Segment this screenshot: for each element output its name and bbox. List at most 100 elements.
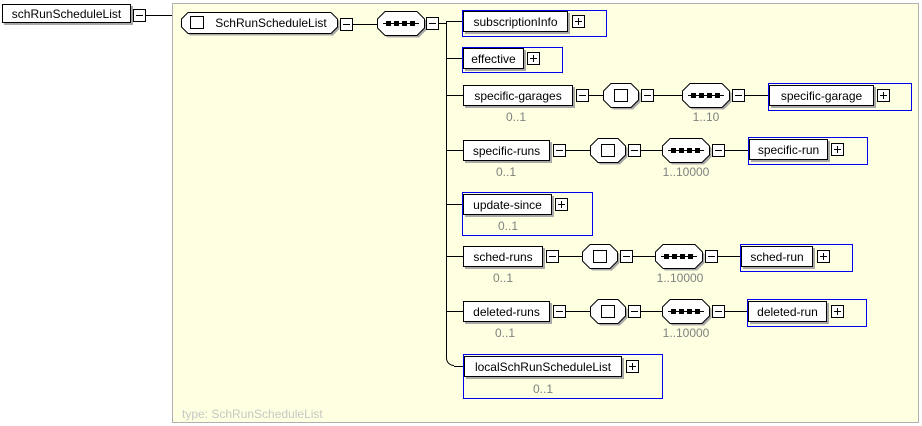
expand-icon[interactable] <box>831 143 844 156</box>
sequence-shape <box>655 244 705 271</box>
cardinality-label: 0..1 <box>497 219 519 233</box>
connector-line <box>559 256 582 257</box>
sequence-icon[interactable] <box>682 83 732 115</box>
element-update-since[interactable]: update-since <box>463 194 552 215</box>
expand-icon[interactable] <box>555 198 568 211</box>
plus-glyph <box>533 55 534 62</box>
connector-line <box>641 150 662 151</box>
sequence-shape <box>377 11 427 38</box>
expand-icon[interactable] <box>831 305 844 318</box>
element-deleted-runs[interactable]: deleted-runs <box>463 301 550 322</box>
expand-icon[interactable] <box>877 89 890 102</box>
connector-line <box>446 311 463 312</box>
element-subscriptionInfo[interactable]: subscriptionInfo <box>463 11 568 32</box>
occurrence-label: 1..10 <box>692 110 720 124</box>
complex-type-icon[interactable] <box>590 138 628 170</box>
plus-glyph <box>883 92 884 99</box>
element-sched-run[interactable]: sched-run <box>741 246 813 267</box>
element-specific-run[interactable]: specific-run <box>749 139 828 160</box>
connector-line <box>439 23 447 24</box>
element-label: sched-runs <box>473 249 533 264</box>
collapse-icon[interactable] <box>641 89 654 102</box>
collapse-icon[interactable] <box>340 18 353 31</box>
collapse-icon[interactable] <box>553 305 566 318</box>
minus-glyph <box>343 24 350 25</box>
minus-glyph <box>735 95 742 96</box>
element-specific-garages[interactable]: specific-garages <box>463 85 573 106</box>
element-label: deleted-runs <box>473 304 540 319</box>
element-label: specific-garage <box>780 88 863 103</box>
trunk-line <box>446 21 447 358</box>
collapse-icon[interactable] <box>546 250 559 263</box>
complex-type-shape <box>590 299 628 326</box>
connector-line <box>446 256 463 257</box>
connector-line <box>146 15 172 16</box>
element-label: subscriptionInfo <box>473 14 558 29</box>
sequence-icon[interactable] <box>662 138 712 170</box>
minus-glyph <box>631 150 638 151</box>
minus-glyph <box>429 23 436 24</box>
minus-glyph <box>715 150 722 151</box>
collapse-icon[interactable] <box>133 9 146 22</box>
sequence-shape <box>682 83 732 110</box>
complex-type-shape <box>603 83 641 110</box>
sequence-shape <box>662 138 712 165</box>
minus-glyph <box>556 311 563 312</box>
expansion-frame <box>462 10 607 37</box>
connector-line <box>566 311 590 312</box>
sequence-icon[interactable] <box>377 11 427 43</box>
expansion-frame <box>768 83 912 111</box>
expand-icon[interactable] <box>527 52 540 65</box>
sequence-icon[interactable] <box>655 244 705 276</box>
sequence-icon[interactable] <box>662 299 712 331</box>
minus-glyph <box>708 256 715 257</box>
sequence-shape <box>662 299 712 326</box>
element-localSchRunScheduleList[interactable]: localSchRunScheduleList <box>464 356 622 377</box>
cardinality-label: 0..1 <box>492 271 514 285</box>
collapse-icon[interactable] <box>620 250 633 263</box>
connector-line <box>446 204 463 205</box>
collapse-icon[interactable] <box>426 17 439 30</box>
complex-type-box[interactable]: SchRunScheduleList <box>181 12 340 36</box>
connector-line <box>353 24 377 25</box>
collapse-icon[interactable] <box>553 144 566 157</box>
complex-type-icon[interactable] <box>582 244 620 276</box>
element-label: effective <box>471 51 516 66</box>
minus-glyph <box>623 256 630 257</box>
expand-icon[interactable] <box>626 360 639 373</box>
connector-line <box>446 95 463 96</box>
complex-type-icon[interactable] <box>590 299 628 331</box>
element-label: schRunScheduleList <box>11 6 122 21</box>
element-specific-garage[interactable]: specific-garage <box>769 85 874 106</box>
collapse-icon[interactable] <box>732 89 745 102</box>
expansion-frame <box>463 354 663 399</box>
element-effective[interactable]: effective <box>463 48 524 69</box>
expand-icon[interactable] <box>817 250 830 263</box>
element-label: localSchRunScheduleList <box>474 359 612 374</box>
collapse-icon[interactable] <box>628 144 641 157</box>
occurrence-label: 1..10000 <box>656 271 704 285</box>
element-sched-runs[interactable]: sched-runs <box>463 246 543 267</box>
expand-icon[interactable] <box>572 15 585 28</box>
element-schRunScheduleList[interactable]: schRunScheduleList <box>2 4 131 23</box>
element-specific-runs[interactable]: specific-runs <box>463 140 550 161</box>
expansion-frame <box>462 47 563 73</box>
complex-type-icon[interactable] <box>603 83 641 115</box>
connector-line <box>454 366 464 367</box>
type-caption: type: SchRunScheduleList <box>182 407 323 421</box>
hexagon-shape <box>181 12 340 36</box>
expansion-frame <box>747 299 867 327</box>
connector-line <box>654 95 682 96</box>
collapse-icon[interactable] <box>712 144 725 157</box>
element-label: deleted-run <box>757 304 818 319</box>
complex-type-shape <box>590 138 628 165</box>
minus-glyph <box>136 15 143 16</box>
expansion-frame <box>462 192 593 236</box>
collapse-icon[interactable] <box>712 305 725 318</box>
connector-line <box>745 95 768 96</box>
collapse-icon[interactable] <box>628 305 641 318</box>
element-deleted-run[interactable]: deleted-run <box>748 301 827 322</box>
collapse-icon[interactable] <box>576 89 589 102</box>
collapse-icon[interactable] <box>705 250 718 263</box>
